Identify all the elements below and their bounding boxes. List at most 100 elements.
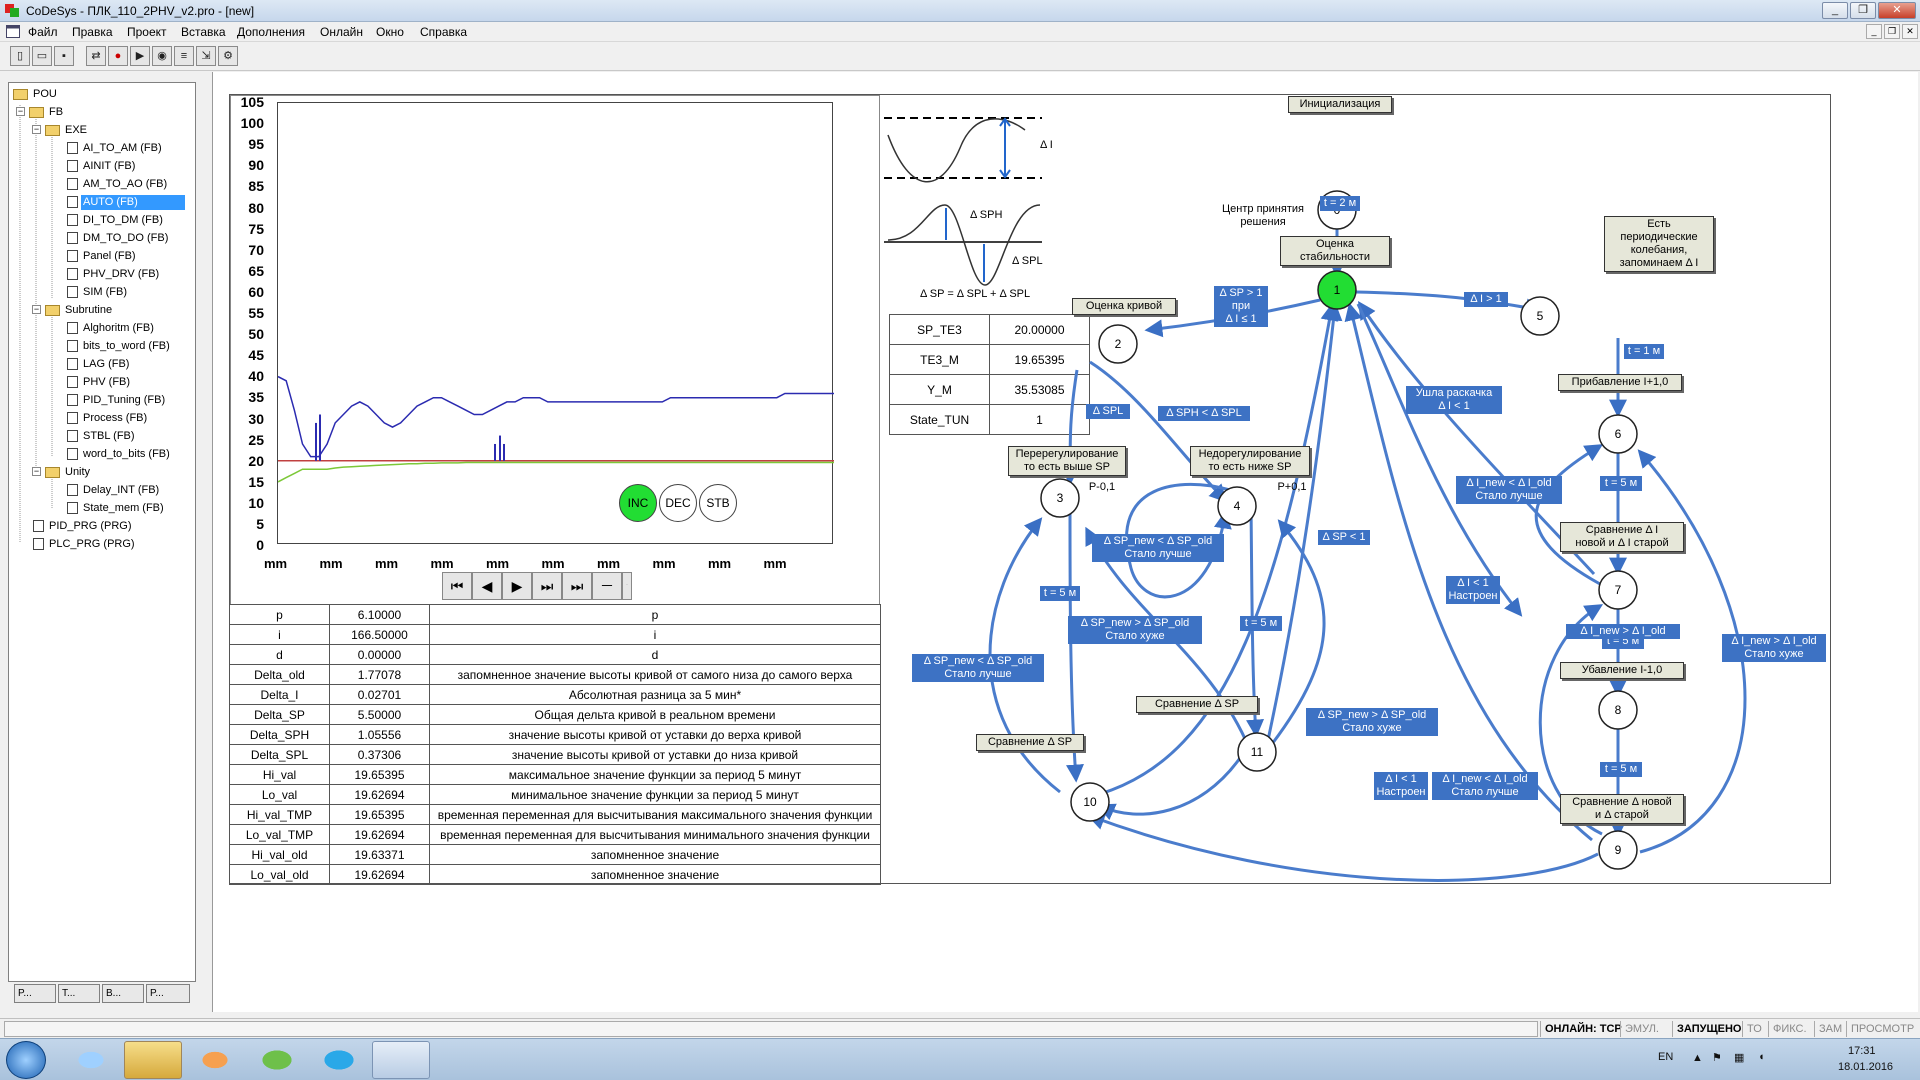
tree-folder-fb[interactable]: FB — [49, 106, 64, 118]
tree-item[interactable]: SIM (FB) — [83, 286, 127, 298]
var-value[interactable]: 6.10000 — [329, 604, 430, 625]
tree-item[interactable]: PID_Tuning (FB) — [83, 394, 166, 406]
save-icon[interactable]: ▪ — [54, 46, 74, 66]
label-di-gt1: Δ I > 1 — [1464, 292, 1508, 307]
tree-item[interactable]: DM_TO_DO (FB) — [83, 232, 169, 244]
tree-item[interactable]: Delay_INT (FB) — [83, 484, 160, 496]
close-button[interactable]: ✕ — [1878, 2, 1916, 19]
tree-item[interactable]: LAG (FB) — [83, 358, 130, 370]
var-value[interactable]: 0.02701 — [329, 684, 430, 705]
volume-icon[interactable]: ◖ — [1758, 1051, 1765, 1063]
var-value[interactable]: 19.62694 — [329, 864, 430, 885]
tree-item[interactable]: bits_to_word (FB) — [83, 340, 170, 352]
utorrent-icon[interactable] — [248, 1041, 306, 1079]
tree-item[interactable]: Process (FB) — [83, 412, 148, 424]
label-di-lt1-b-line: Δ I < 1 — [1385, 773, 1417, 785]
tree-item[interactable]: DI_TO_DM (FB) — [83, 214, 163, 226]
menu-edit[interactable]: Правка — [72, 25, 113, 39]
sp-value[interactable]: 1 — [989, 404, 1090, 435]
tab-resources[interactable]: P... — [146, 984, 190, 1003]
mdi-minimize-button[interactable]: _ — [1866, 24, 1882, 39]
tree-folder-subrutine[interactable]: Subrutine — [65, 304, 113, 316]
menu-insert[interactable]: Вставка — [181, 25, 226, 39]
menu-project[interactable]: Проект — [127, 25, 167, 39]
stb-button[interactable]: STB — [699, 484, 737, 522]
tree-item[interactable]: PHV_DRV (FB) — [83, 268, 160, 280]
mdi-restore-button[interactable]: ❐ — [1884, 24, 1900, 39]
dec-button[interactable]: DEC — [659, 484, 697, 522]
last-page-button[interactable]: ⏭ — [562, 572, 592, 600]
var-value[interactable]: 19.65395 — [329, 764, 430, 785]
var-value[interactable]: 0.00000 — [329, 644, 430, 665]
menu-extras[interactable]: Дополнения — [237, 25, 305, 39]
language-indicator[interactable]: EN — [1658, 1051, 1674, 1063]
inc-button[interactable]: INC — [619, 484, 657, 522]
network-icon[interactable]: ▦ — [1734, 1052, 1745, 1064]
tree-item[interactable]: Panel (FB) — [83, 250, 136, 262]
start-button[interactable] — [6, 1041, 46, 1079]
tab-visualization[interactable]: B... — [102, 984, 144, 1003]
sp-value[interactable]: 20.00000 — [989, 314, 1090, 345]
sp-value[interactable]: 19.65395 — [989, 344, 1090, 375]
tree-item[interactable]: AINIT (FB) — [83, 160, 136, 172]
mdi-close-button[interactable]: ✕ — [1902, 24, 1918, 39]
tree-item[interactable]: AI_TO_AM (FB) — [83, 142, 162, 154]
tree-root-pou[interactable]: POU — [33, 88, 57, 100]
force-values-icon[interactable]: ⚙ — [218, 46, 238, 66]
tab-types[interactable]: T... — [58, 984, 100, 1003]
tree-item[interactable]: PID_PRG (PRG) — [49, 520, 132, 532]
step-icon[interactable]: ≡ — [174, 46, 194, 66]
open-folder-icon[interactable]: ▭ — [32, 46, 52, 66]
menu-window[interactable]: Окно — [376, 25, 404, 39]
tree-item[interactable]: State_mem (FB) — [83, 502, 164, 514]
minimize-button[interactable]: _ — [1822, 2, 1848, 19]
flag-icon[interactable]: ⚑ — [1712, 1052, 1722, 1064]
tree-folder-exe[interactable]: EXE — [65, 124, 88, 136]
fast-forward-button[interactable]: ⏭ — [532, 572, 562, 600]
first-page-button[interactable]: ⏮ — [442, 572, 472, 600]
menu-online[interactable]: Онлайн — [320, 25, 363, 39]
maximize-button[interactable]: ❐ — [1850, 2, 1876, 19]
menu-help[interactable]: Справка — [420, 25, 468, 39]
tree-item-selected[interactable]: AUTO (FB) — [81, 195, 185, 210]
var-value[interactable]: 19.63371 — [329, 844, 430, 865]
tree-item[interactable]: PHV (FB) — [83, 376, 131, 388]
tree-item[interactable]: STBL (FB) — [83, 430, 135, 442]
tree-item[interactable]: AM_TO_AO (FB) — [83, 178, 168, 190]
new-file-icon[interactable]: ▯ — [10, 46, 30, 66]
tree-item[interactable]: PLC_PRG (PRG) — [49, 538, 135, 550]
collapse-icon[interactable]: − — [16, 106, 25, 116]
tree-folder-unity[interactable]: Unity — [65, 466, 91, 478]
var-value[interactable]: 19.62694 — [329, 784, 430, 805]
pou-icon — [67, 358, 78, 370]
run-icon[interactable]: ▶ — [130, 46, 150, 66]
var-value[interactable]: 19.62694 — [329, 824, 430, 845]
tray-arrow-icon[interactable]: ▲ — [1692, 1052, 1703, 1064]
skype-icon[interactable] — [310, 1041, 368, 1079]
next-button[interactable]: ▶ — [502, 572, 532, 600]
codesys-task-icon[interactable] — [372, 1041, 430, 1079]
var-value[interactable]: 0.37306 — [329, 744, 430, 765]
media-player-icon[interactable] — [186, 1041, 244, 1079]
ie-icon[interactable] — [62, 1041, 120, 1079]
stop-icon[interactable]: ● — [108, 46, 128, 66]
var-value[interactable]: 5.50000 — [329, 704, 430, 725]
login-icon[interactable]: ⇄ — [86, 46, 106, 66]
var-value[interactable]: 166.50000 — [329, 624, 430, 645]
collapse-icon[interactable]: − — [32, 304, 41, 314]
var-value[interactable]: 1.05556 — [329, 724, 430, 745]
prev-button[interactable]: ◀ — [472, 572, 502, 600]
menu-file[interactable]: Файл — [28, 25, 58, 39]
zoom-out-icon[interactable]: － — [592, 572, 622, 600]
write-values-icon[interactable]: ⇲ — [196, 46, 216, 66]
breakpoint-icon[interactable]: ◉ — [152, 46, 172, 66]
zoom-in-icon[interactable]: ＋ — [622, 572, 632, 600]
collapse-icon[interactable]: − — [32, 124, 41, 134]
tree-item[interactable]: word_to_bits (FB) — [83, 448, 170, 460]
tab-pou[interactable]: P... — [14, 984, 56, 1003]
collapse-icon[interactable]: − — [32, 466, 41, 476]
tree-item[interactable]: Alghoritm (FB) — [83, 322, 154, 334]
explorer-icon[interactable] — [124, 1041, 182, 1079]
var-value[interactable]: 19.65395 — [329, 804, 430, 825]
var-value[interactable]: 1.77078 — [329, 664, 430, 685]
